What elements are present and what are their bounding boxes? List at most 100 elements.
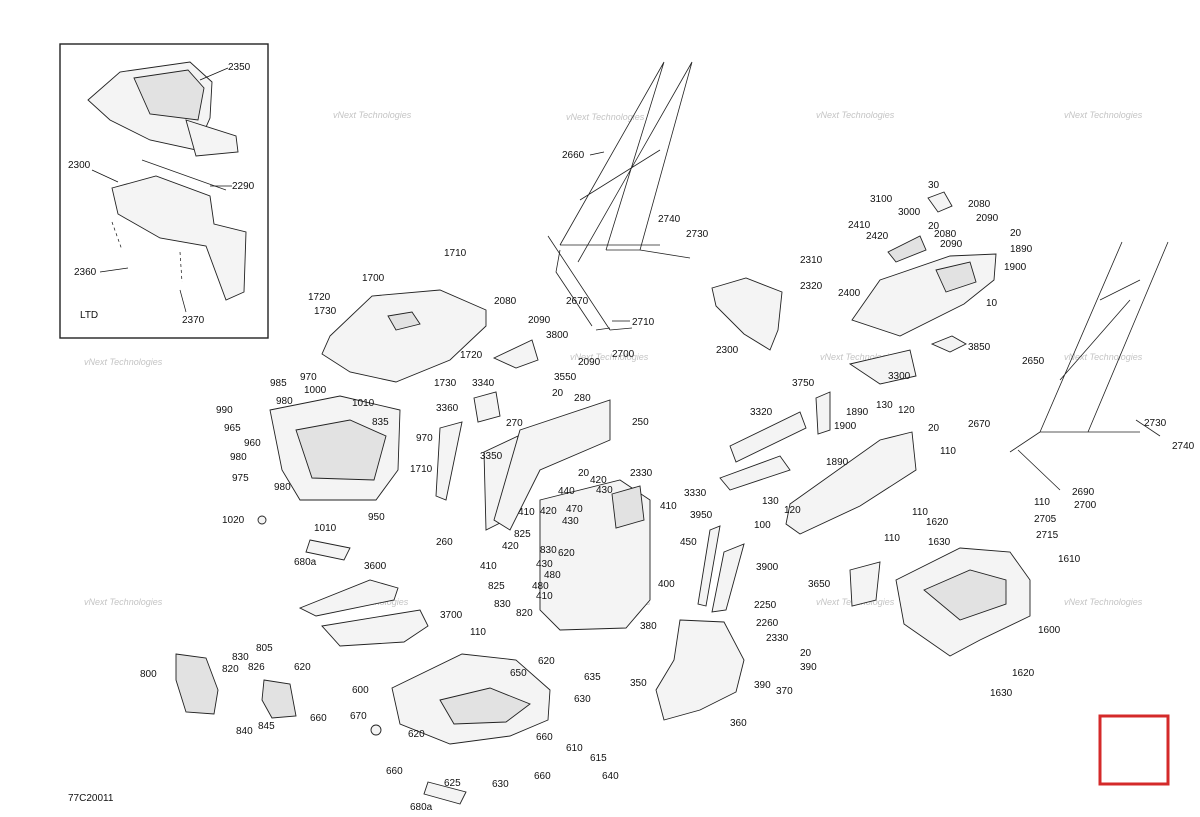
callout-826: 826 <box>248 662 265 673</box>
callout-1720: 1720 <box>460 350 483 361</box>
callout-1620: 1620 <box>926 517 949 528</box>
watermark-text: vNext Technologies <box>816 110 895 120</box>
callout-1000: 1000 <box>304 385 327 396</box>
callout-965: 965 <box>224 423 241 434</box>
callout-1890: 1890 <box>1010 244 1033 255</box>
callout-3800: 3800 <box>546 330 569 341</box>
callout-1900: 1900 <box>834 421 857 432</box>
callout-635: 635 <box>584 672 601 683</box>
callout-660: 660 <box>310 713 327 724</box>
callout-2090: 2090 <box>940 239 963 250</box>
callout-110: 110 <box>470 627 486 638</box>
callout-2700: 2700 <box>1074 500 1097 511</box>
callout-10: 10 <box>986 298 998 309</box>
callout-2370: 2370 <box>182 315 205 326</box>
callout-2410: 2410 <box>848 220 871 231</box>
callout-420: 420 <box>540 506 557 517</box>
callout-830: 830 <box>540 545 557 556</box>
callout-410: 410 <box>480 561 497 572</box>
floor-tray: 110 600 620 650 635 630 670 660 620 660 … <box>350 627 619 813</box>
callout-20: 20 <box>928 221 940 232</box>
callout-650: 650 <box>510 668 527 679</box>
callout-2740: 2740 <box>658 214 681 225</box>
callout-835: 835 <box>372 417 389 428</box>
roll-cage-front: 2660 2740 2730 2670 2710 2090 2700 <box>547 61 709 368</box>
bracket-3800 <box>492 339 539 369</box>
callout-830: 830 <box>232 652 249 663</box>
callout-370: 370 <box>776 686 793 697</box>
plug-1020 <box>257 515 267 525</box>
callout-2670: 2670 <box>566 296 589 307</box>
callout-2690: 2690 <box>1072 487 1095 498</box>
callout-2700: 2700 <box>612 349 635 360</box>
gear-box <box>111 175 247 301</box>
callout-410: 410 <box>660 501 677 512</box>
callout-985: 985 <box>270 378 287 389</box>
side-shield-body <box>711 277 783 351</box>
callout-2730: 2730 <box>1144 418 1167 429</box>
marker-square <box>1098 714 1170 786</box>
callout-110: 110 <box>940 446 956 457</box>
callout-1720: 1720 <box>308 292 331 303</box>
callout-280: 280 <box>574 393 591 404</box>
callout-30: 30 <box>928 180 940 191</box>
callout-3320: 3320 <box>750 407 773 418</box>
tray-600-floor <box>439 687 531 725</box>
console-body <box>851 253 997 337</box>
callout-260: 260 <box>436 537 453 548</box>
callout-410: 410 <box>518 507 535 518</box>
callout-1730: 1730 <box>314 306 337 317</box>
callout-130: 130 <box>762 496 779 507</box>
callout-2090: 2090 <box>976 213 999 224</box>
storage-bin: 970 985 1000 980 1010 990 965 960 980 97… <box>216 372 433 568</box>
callout-3700: 3700 <box>440 610 463 621</box>
callout-620: 620 <box>294 662 311 673</box>
callout-110: 110 <box>884 533 900 544</box>
callout-420: 420 <box>590 475 607 486</box>
strip-3950 <box>697 525 721 607</box>
callout-1710: 1710 <box>410 464 433 475</box>
frame-400-bracket <box>611 485 645 529</box>
callout-660: 660 <box>386 766 403 777</box>
callout-390: 390 <box>800 662 817 673</box>
callout-20: 20 <box>552 388 564 399</box>
inset-label: LTD <box>80 310 98 321</box>
callout-2730: 2730 <box>686 229 709 240</box>
callout-450: 450 <box>680 537 697 548</box>
callout-20: 20 <box>800 648 812 659</box>
callout-820: 820 <box>516 608 533 619</box>
callout-380: 380 <box>640 621 657 632</box>
callout-3300: 3300 <box>888 371 911 382</box>
console-lid <box>887 235 927 263</box>
callout-825: 825 <box>488 581 505 592</box>
bracket-350 <box>655 619 745 721</box>
callout-620: 620 <box>558 548 575 559</box>
callout-480: 480 <box>532 581 549 592</box>
callout-630: 630 <box>492 779 509 790</box>
callout-640: 640 <box>602 771 619 782</box>
part-3750 <box>815 391 831 435</box>
callout-2260: 2260 <box>756 618 779 629</box>
roll-cage-rear: 2650 2670 2730 2740 <box>968 241 1195 491</box>
callout-470: 470 <box>566 504 583 515</box>
callout-1600: 1600 <box>1038 625 1061 636</box>
callout-2320: 2320 <box>800 281 823 292</box>
callout-430: 430 <box>596 485 613 496</box>
watermark-text: vNext Technologies <box>1064 352 1143 362</box>
dashboard-console: 30 3100 3000 2410 2420 20 2080 2090 20 1… <box>838 180 1033 353</box>
callout-2740: 2740 <box>1172 441 1195 452</box>
callout-2080: 2080 <box>494 296 517 307</box>
callout-390: 390 <box>754 680 771 691</box>
callout-1630: 1630 <box>990 688 1013 699</box>
callout-825: 825 <box>514 529 531 540</box>
seat-frame-slot <box>387 311 421 331</box>
callout-2090: 2090 <box>528 315 551 326</box>
callout-3360: 3360 <box>436 403 459 414</box>
part-3600 <box>298 579 399 617</box>
callout-1620: 1620 <box>1012 668 1035 679</box>
callout-2420: 2420 <box>866 231 889 242</box>
watermark-text: vNext Technologies <box>333 110 412 120</box>
strip-680a-lower <box>423 781 467 805</box>
callout-350: 350 <box>630 678 647 689</box>
